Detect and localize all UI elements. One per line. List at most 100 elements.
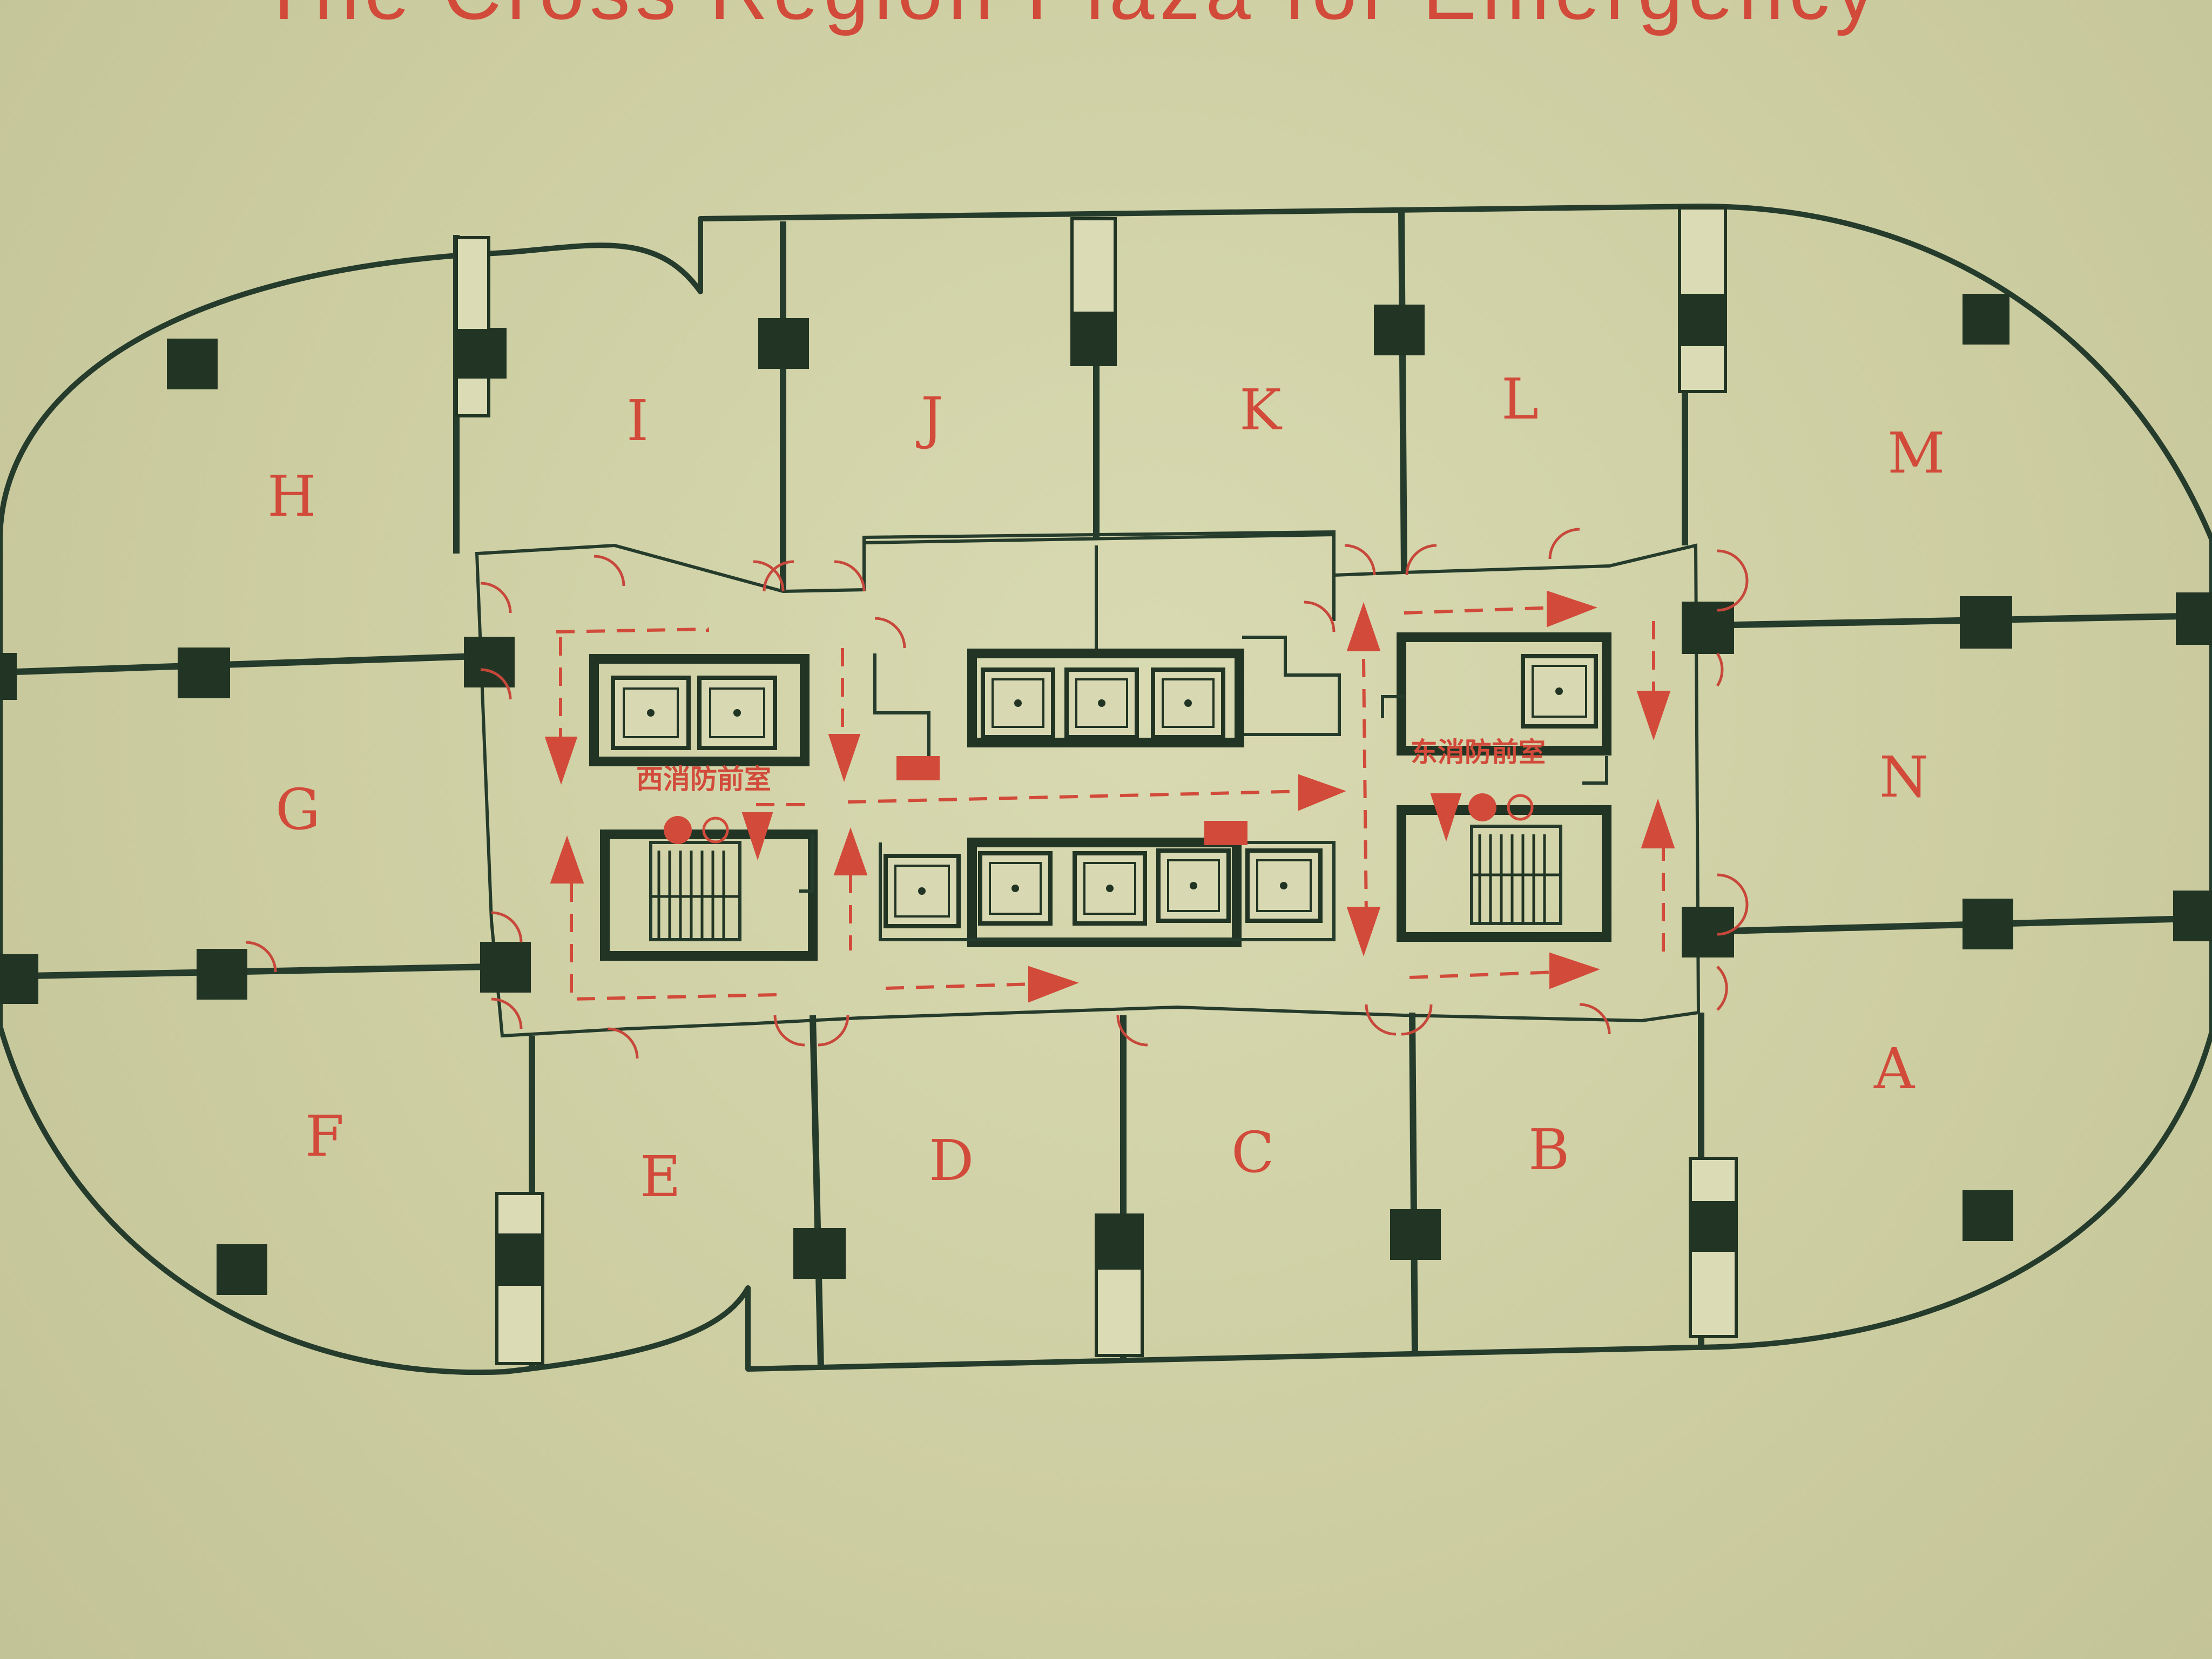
door-swing-icon <box>245 941 277 973</box>
column <box>496 1233 543 1286</box>
column <box>456 329 489 379</box>
zone-label-c: C <box>1231 1120 1274 1185</box>
fire-alarm-icon <box>1468 793 1496 821</box>
east-stair-icon <box>1470 825 1562 925</box>
exhaust-fan-icon <box>1507 794 1534 821</box>
partition-g-h <box>0 653 477 676</box>
arrow-down-icon <box>741 812 773 861</box>
door-swing-icon <box>763 560 794 592</box>
door-swing-icon <box>773 1015 805 1047</box>
door-swing-icon <box>1405 544 1437 576</box>
door-swing-icon <box>834 560 866 592</box>
door-swing-icon <box>1579 1003 1611 1035</box>
exhaust-fan-icon <box>702 817 729 844</box>
column <box>1963 1190 2013 1241</box>
central-north-elevators <box>967 649 1244 747</box>
arrow-up-icon <box>550 835 584 884</box>
door-swing-icon <box>1401 1004 1433 1036</box>
evacuation-routes <box>544 590 1675 1003</box>
arrow-up-icon <box>1641 798 1675 848</box>
column <box>480 942 531 993</box>
zone-label-e: E <box>640 1144 681 1210</box>
building-core <box>589 532 1611 961</box>
arrow-down-icon <box>1346 907 1381 957</box>
core-detail-lines <box>799 695 1608 941</box>
column <box>1390 1209 1441 1260</box>
partition-n-a <box>1706 915 2212 935</box>
arrow-down-icon <box>1430 793 1462 842</box>
door-swing-icon <box>607 1027 639 1059</box>
column <box>217 1244 267 1295</box>
column <box>1690 1201 1737 1252</box>
door-swing-icon <box>818 1015 849 1047</box>
core-lobby-outline <box>862 532 1341 756</box>
west-stair-icon <box>649 841 741 941</box>
hydrant-box-icon <box>896 756 940 780</box>
door-swing-icon <box>594 555 625 586</box>
door-swing-icon <box>491 997 523 1029</box>
column <box>197 949 247 1000</box>
door-swing-icon <box>1716 966 1728 1011</box>
west-elevator-shaft <box>589 654 810 766</box>
partition-k-l <box>1398 211 1407 573</box>
door-swing-icon <box>480 668 512 700</box>
zone-label-k: K <box>1239 377 1283 443</box>
zone-label-m: M <box>1887 420 1945 486</box>
door-swing-icon <box>1548 528 1580 559</box>
fire-alarm-icon <box>664 816 692 844</box>
west-stair-shaft <box>600 830 818 961</box>
zone-label-d: D <box>929 1128 974 1193</box>
column <box>793 1228 846 1279</box>
arrow-up-icon <box>833 827 868 875</box>
structural-columns <box>0 206 2212 1365</box>
door-swing-icon <box>1304 601 1336 632</box>
arrow-up-icon <box>1346 602 1381 651</box>
zone-label-j: J <box>916 385 943 451</box>
door-swing-icon <box>1716 652 1724 687</box>
column <box>1963 294 2009 345</box>
column <box>0 653 17 700</box>
building-outline <box>0 203 2212 1375</box>
column <box>1071 312 1116 364</box>
zone-label-b: B <box>1528 1117 1569 1183</box>
hydrant-box-icon <box>1204 821 1247 845</box>
column <box>2176 592 2212 645</box>
arrow-down-icon <box>544 737 578 785</box>
door-swing-icon <box>491 911 523 943</box>
east-fire-vestibule-label: 东消防前室 <box>1411 737 1546 768</box>
arrow-right-icon <box>1547 590 1597 628</box>
column <box>2173 891 2212 941</box>
column <box>1963 899 2013 949</box>
arrow-right-icon <box>1549 952 1600 989</box>
door-swing-icon <box>1717 873 1749 936</box>
zone-label-f: F <box>305 1103 344 1169</box>
zone-label-l: L <box>1501 366 1539 432</box>
zone-label-n: N <box>1879 744 1928 810</box>
arrow-right-icon <box>1028 966 1079 1003</box>
zone-label-h: H <box>267 463 316 529</box>
column <box>167 339 218 389</box>
column <box>464 637 515 687</box>
partition-b-c <box>1409 1012 1418 1353</box>
column <box>1679 294 1726 346</box>
room-labels: 西消防前室 东消防前室 <box>636 737 1546 795</box>
door-swing-icon <box>480 582 512 613</box>
column <box>178 648 230 698</box>
east-route-loop <box>1362 606 1665 979</box>
zone-labels: H I J K L M G N F E D C B A <box>267 366 1945 1210</box>
west-fire-vestibule-label: 西消防前室 <box>636 764 771 795</box>
east-elevator-shaft <box>1397 632 1611 756</box>
arrow-down-icon <box>1636 691 1671 741</box>
zone-label-i: I <box>626 388 649 454</box>
column <box>455 236 490 417</box>
partition-m-n <box>1706 612 2212 629</box>
central-south-elevators <box>967 838 1242 947</box>
inner-corridor-ring <box>475 530 1701 1038</box>
north-outer-wall <box>0 203 2212 1375</box>
column <box>0 954 38 1004</box>
arrow-right-icon <box>1298 774 1346 811</box>
column <box>1960 596 2012 649</box>
west-route-loop <box>556 627 805 1001</box>
fire-equipment <box>664 756 1534 845</box>
